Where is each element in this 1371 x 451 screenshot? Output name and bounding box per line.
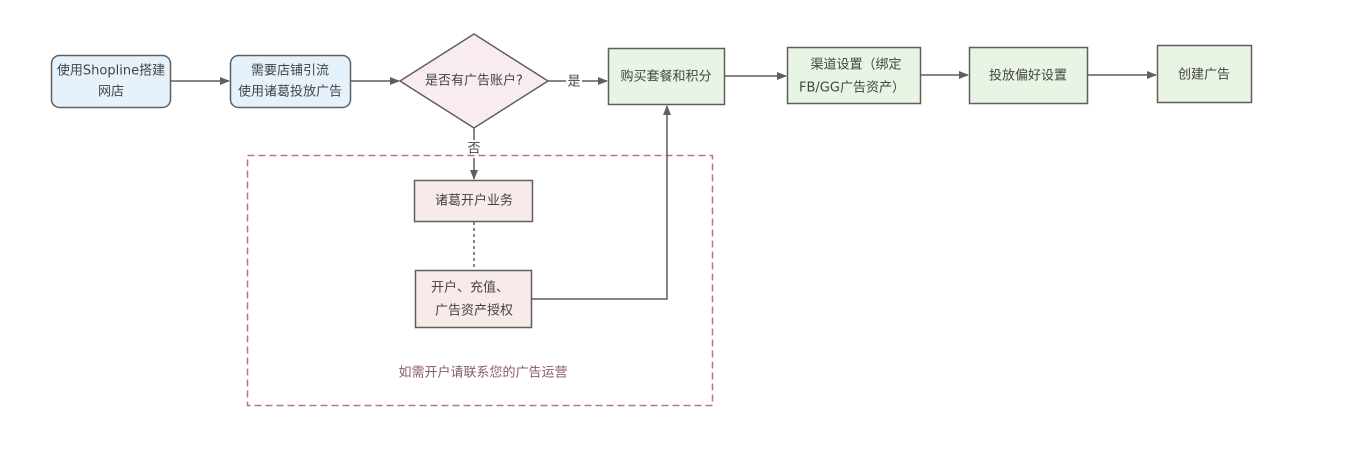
node-open-account-service-line-1: 诸葛开户业务: [435, 193, 513, 209]
node-channel-setup-shape: [786, 46, 922, 105]
node-open-account-service-shape: [413, 179, 534, 223]
node-channel-setup-line-2: FB/GG广告资产）: [799, 81, 905, 96]
node-buy-package-shape: [607, 47, 726, 106]
node-open-recharge-authorize-line-2: 广告资产授权: [435, 303, 513, 319]
node-open-recharge-authorize[interactable]: 开户、充值、 广告资产授权: [414, 269, 533, 329]
node-create-ad-shape: [1156, 44, 1253, 104]
node-preference-setup-shape: [968, 46, 1089, 105]
node-start-line-1: 使用Shopline搭建: [57, 63, 165, 79]
group-border: [246, 154, 714, 407]
node-create-ad-line-1: 创建广告: [1178, 68, 1230, 83]
edges: [171, 71, 1157, 300]
edge-label-no: 否: [467, 142, 480, 157]
group-label: 如需开户请联系您的广告运营: [398, 365, 567, 381]
node-start-shape: [50, 54, 172, 109]
node-open-recharge-authorize-shape: [414, 269, 533, 329]
node-channel-setup[interactable]: 渠道设置（绑定 FB/GG广告资产）: [786, 46, 922, 105]
node-start-line-2: 网店: [98, 85, 124, 100]
node-preference-setup[interactable]: 投放偏好设置: [968, 46, 1089, 105]
node-need-traffic[interactable]: 需要店铺引流 使用诸葛投放广告: [229, 54, 352, 109]
node-need-traffic-shape: [229, 54, 352, 109]
node-create-ad[interactable]: 创建广告: [1156, 44, 1253, 104]
node-need-traffic-line-2: 使用诸葛投放广告: [238, 84, 342, 100]
node-open-account-service[interactable]: 诸葛开户业务: [413, 179, 534, 223]
open-account-group: 如需开户请联系您的广告运营: [246, 154, 714, 407]
node-need-traffic-line-1: 需要店铺引流: [251, 64, 329, 79]
node-start[interactable]: 使用Shopline搭建 网店: [50, 54, 172, 109]
edge-open-to-buy: [532, 105, 671, 300]
node-has-account-shape: [398, 33, 550, 129]
edge-label-yes: 是: [567, 75, 580, 90]
node-open-recharge-authorize-line-1: 开户、充值、: [431, 280, 509, 296]
node-buy-package[interactable]: 购买套餐和积分: [607, 47, 726, 106]
node-channel-setup-line-1: 渠道设置（绑定: [810, 58, 901, 73]
node-preference-setup-line-1: 投放偏好设置: [989, 68, 1067, 84]
node-has-account-line-1: 是否有广告账户?: [425, 73, 523, 89]
node-has-account-decision[interactable]: 是否有广告账户?: [398, 33, 550, 129]
node-buy-package-line-1: 购买套餐和积分: [620, 69, 711, 85]
